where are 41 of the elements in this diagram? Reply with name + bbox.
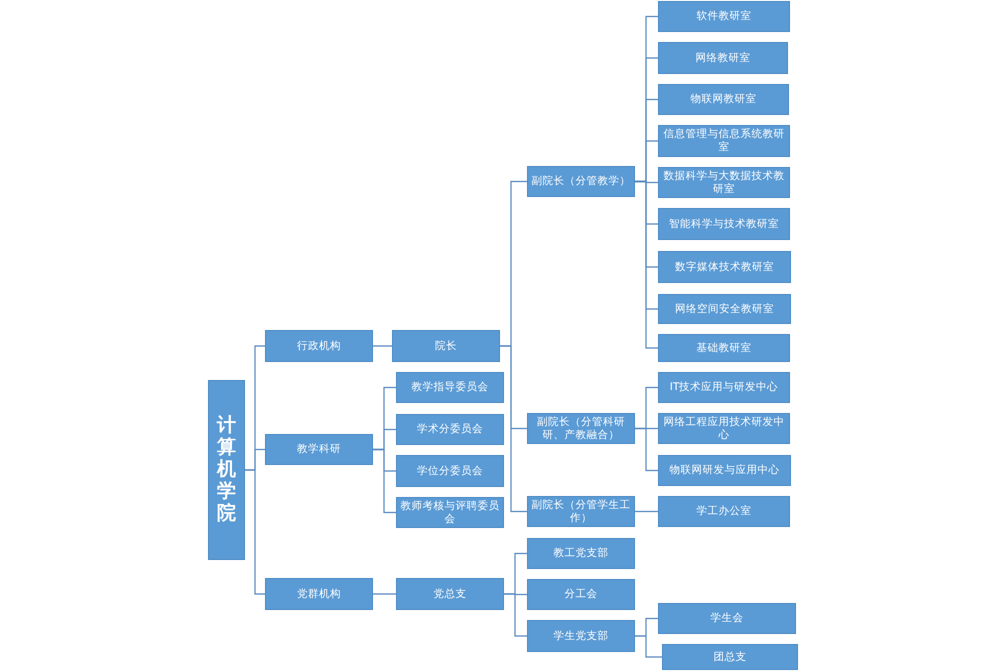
org-box: 副院长（分管学生工作） xyxy=(527,496,635,527)
org-box: 物联网教研室 xyxy=(658,84,789,115)
connector-line xyxy=(245,469,265,595)
org-box: 数字媒体技术教研室 xyxy=(658,251,791,283)
org-box: 学位分委员会 xyxy=(396,455,504,487)
org-box: 学术分委员会 xyxy=(396,414,504,445)
connector-line xyxy=(504,593,527,637)
org-box: 教师考核与评聘委员会 xyxy=(396,497,504,528)
connector-line xyxy=(635,510,658,512)
org-box: 党总支 xyxy=(396,578,504,610)
org-box: 院长 xyxy=(392,330,500,362)
connector-line xyxy=(635,180,658,349)
connector-line xyxy=(635,428,658,472)
connector-line xyxy=(373,448,396,514)
org-box: 智能科学与技术教研室 xyxy=(658,208,790,240)
connector-line xyxy=(635,635,662,658)
org-box: 教学指导委员会 xyxy=(396,372,504,403)
connector-line xyxy=(373,345,392,347)
org-box: 党群机构 xyxy=(265,578,373,610)
org-box: 行政机构 xyxy=(265,330,373,362)
org-box: 基础教研室 xyxy=(658,334,790,362)
org-box: 学生会 xyxy=(658,603,796,634)
org-box: 分工会 xyxy=(527,579,635,610)
org-box: 教工党支部 xyxy=(527,538,635,569)
org-box: 教学科研 xyxy=(265,434,373,465)
org-box: 副院长（分管教学） xyxy=(527,166,635,197)
org-box: 物联网研发与应用中心 xyxy=(658,455,791,486)
org-box: IT技术应用与研发中心 xyxy=(658,372,790,403)
root-box: 计算机学院 xyxy=(208,380,245,560)
connector-line xyxy=(373,593,396,595)
org-box: 学生党支部 xyxy=(527,620,635,652)
org-box: 软件教研室 xyxy=(658,1,790,32)
org-box: 学工办公室 xyxy=(658,496,790,527)
connector-line xyxy=(500,345,527,512)
org-box: 副院长（分管科研研、产教融合） xyxy=(527,413,635,444)
org-box: 网络教研室 xyxy=(658,42,788,74)
org-box: 团总支 xyxy=(662,644,798,670)
org-box: 数据科学与大数据技术教研室 xyxy=(658,167,790,198)
org-box: 信息管理与信息系统教研室 xyxy=(658,125,790,157)
org-box: 网络工程应用技术研发中心 xyxy=(658,413,790,444)
org-box: 网络空间安全教研室 xyxy=(658,294,791,324)
